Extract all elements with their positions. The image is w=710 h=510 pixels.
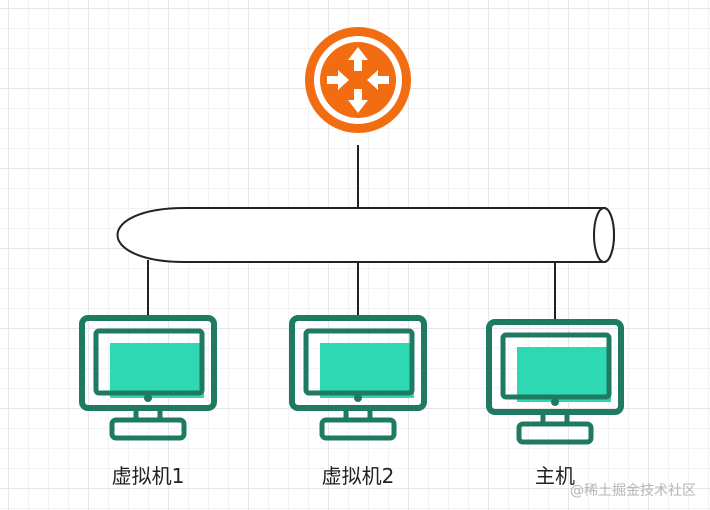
monitor-icon [289, 315, 427, 441]
vm2-label: 虚拟机2 [321, 464, 395, 488]
vm1-label: 虚拟机1 [111, 464, 185, 488]
host-label: 主机 [535, 464, 575, 488]
router-icon [305, 27, 411, 133]
watermark: @稀土掘金技术社区 [570, 483, 696, 499]
cylinder-bus-icon [116, 207, 615, 263]
monitor-icon [79, 315, 217, 441]
monitor-icon [486, 319, 624, 445]
